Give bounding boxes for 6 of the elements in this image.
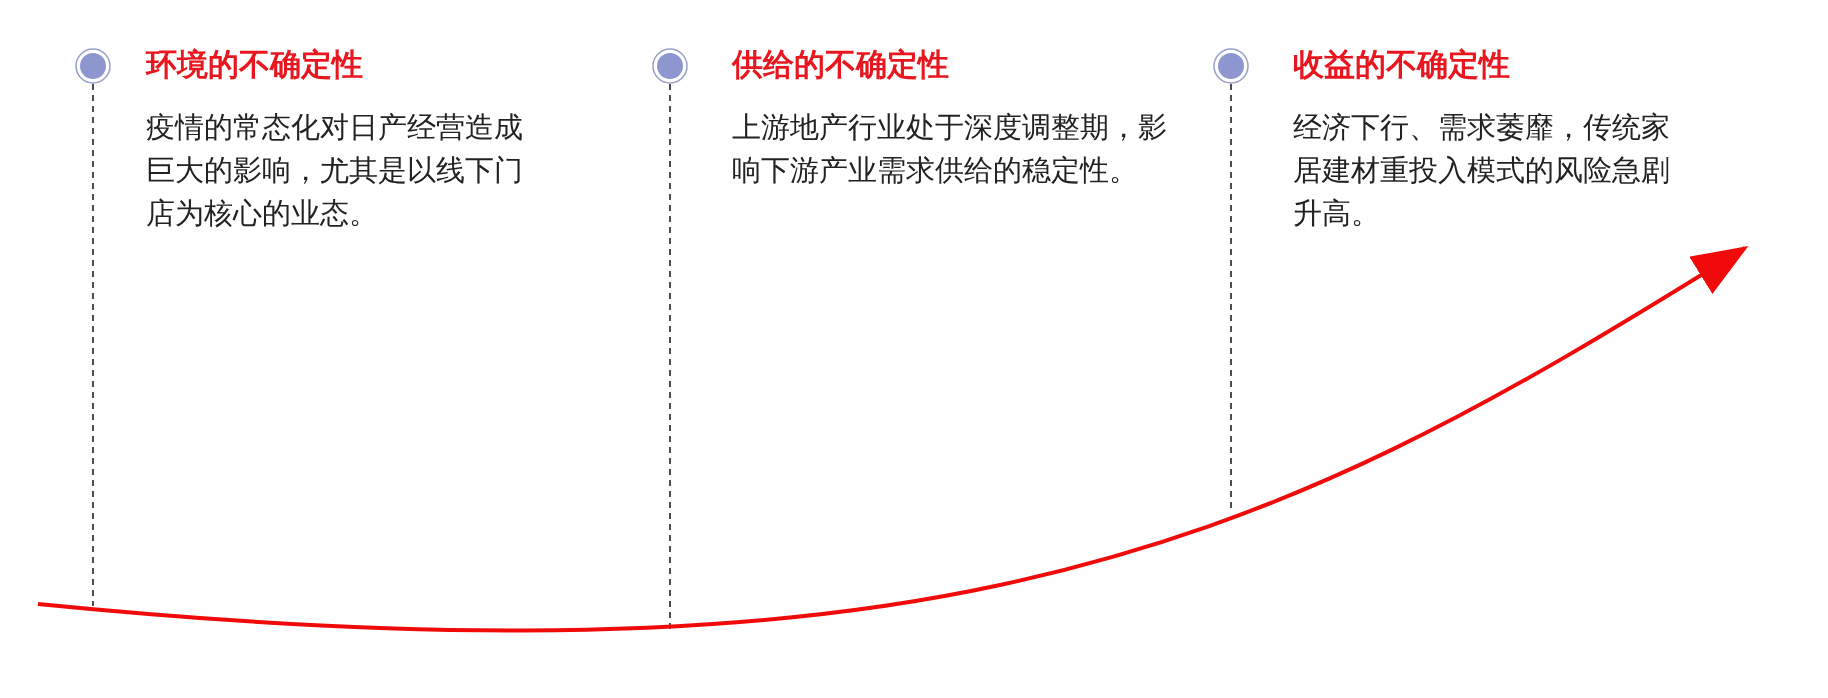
heading: 环境的不确定性 [146,45,363,84]
description-text: 疫情的常态化对日产经营造成巨大的影响，尤其是以线下门店为核心的业态。 [146,109,524,232]
heading: 收益的不确定性 [1293,45,1510,84]
heading: 供给的不确定性 [732,45,949,84]
description-text: 上游地产行业处于深度调整期，影响下游产业需求供给的稳定性。 [732,109,1168,189]
description-text: 经济下行、需求萎靡，传统家居建材重投入模式的风险急剧升高。 [1293,109,1671,232]
